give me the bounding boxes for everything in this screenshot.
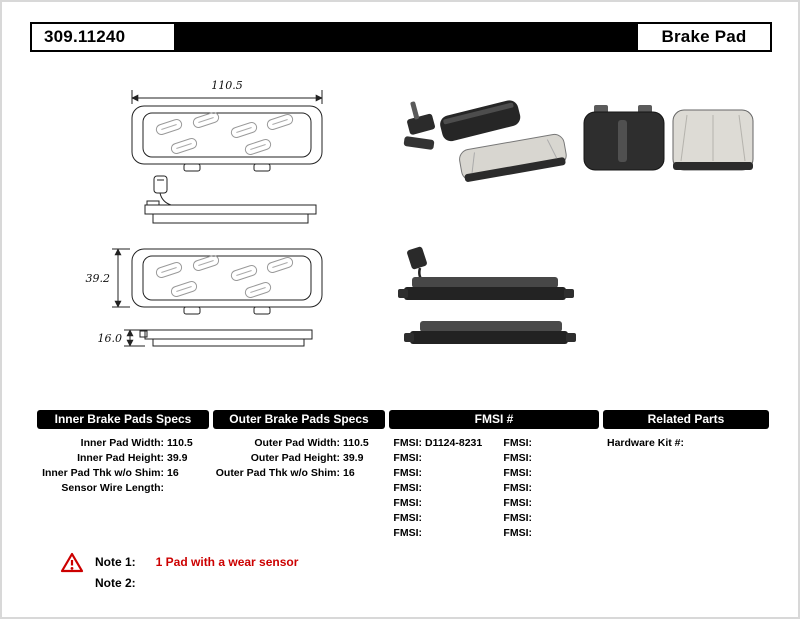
fmsi-value [425,481,499,496]
technical-diagram: 110.5 39.2 [86,79,754,347]
fmsi-value [535,481,593,496]
fmsi-label: FMSI: [503,437,532,449]
spec-label: Inner Pad Width: [80,437,164,449]
fmsi-value [425,466,499,481]
fmsi-label: FMSI: [393,497,422,509]
spec-row: Inner Pad Height: 39.9 [37,451,209,466]
fmsi-value [425,526,499,541]
notes-section: Note 1: 1 Pad with a wear sensor Note 2: [60,551,298,596]
fmsi-row: FMSI: D1124-8231 FMSI: [389,436,599,451]
dimension-height-label: 39.2 [86,272,111,285]
inner-specs-header: Inner Brake Pads Specs [37,410,209,429]
fmsi-value [425,451,499,466]
note-1-row: Note 1: 1 Pad with a wear sensor [60,551,298,573]
outer-specs-header: Outer Brake Pads Specs [213,410,385,429]
fmsi-label: FMSI: [503,467,532,479]
spec-row: Outer Pad Width: 110.5 [213,436,385,451]
fmsi-value: D1124-8231 [425,437,483,449]
fmsi-label: FMSI: [393,527,422,539]
spec-row: Outer Pad Height: 39.9 [213,451,385,466]
fmsi-value [535,451,593,466]
fmsi-value [535,496,593,511]
fmsi-label: FMSI: [393,437,422,449]
photo-pads-front [583,105,754,171]
spec-value: 110.5 [167,437,193,449]
dimension-width-label: 110.5 [211,79,243,92]
spec-label: Sensor Wire Length: [61,482,164,494]
related-parts-table: Related Parts Hardware Kit #: [603,410,769,451]
note-1-text: 1 Pad with a wear sensor [155,555,299,569]
related-label: Hardware Kit #: [607,437,685,449]
fmsi-header: FMSI # [389,410,599,429]
fmsi-value [535,466,593,481]
spec-row: Inner Pad Thk w/o Shim: 16 [37,466,209,481]
fmsi-row: FMSI: FMSI: [389,451,599,466]
part-number: 309.11240 [32,24,174,50]
note-2-row: Note 2: [95,576,298,596]
dimension-thickness-label: 16.0 [98,332,123,345]
fmsi-label: FMSI: [503,497,532,509]
spec-value: 16 [167,467,179,479]
spec-label: Inner Pad Thk w/o Shim: [42,467,164,479]
drawing-outer-pad-front [112,248,323,315]
fmsi-label: FMSI: [393,467,422,479]
fmsi-row: FMSI: FMSI: [389,481,599,496]
spec-label: Outer Pad Width: [254,437,340,449]
fmsi-value [535,526,593,541]
note-2-label: Note 2: [95,576,136,590]
warning-icon [60,552,84,572]
fmsi-row: FMSI: FMSI: [389,496,599,511]
fmsi-label: FMSI: [503,527,532,539]
spec-value: 39.9 [167,452,188,464]
spec-value: 39.9 [343,452,364,464]
inner-specs-table: Inner Brake Pads Specs Inner Pad Width: … [37,410,209,496]
fmsi-row: FMSI: FMSI: [389,526,599,541]
fmsi-value [535,436,593,451]
fmsi-label: FMSI: [503,482,532,494]
fmsi-table: FMSI # FMSI: D1124-8231 FMSI: FMSI: FMSI… [389,410,599,541]
fmsi-value [425,511,499,526]
related-row: Hardware Kit #: [603,436,769,451]
spec-value: 16 [343,467,355,479]
spec-row: Inner Pad Width: 110.5 [37,436,209,451]
spec-value: 110.5 [343,437,369,449]
outer-specs-table: Outer Brake Pads Specs Outer Pad Width: … [213,410,385,481]
spec-label: Inner Pad Height: [77,452,164,464]
drawing-inner-pad-front [131,90,323,172]
fmsi-value [425,496,499,511]
fmsi-row: FMSI: FMSI: [389,511,599,526]
spec-row: Sensor Wire Length: [37,481,209,496]
fmsi-label: FMSI: [393,482,422,494]
related-parts-header: Related Parts [603,410,769,429]
note-1-label: Note 1: [95,555,136,569]
fmsi-row: FMSI: FMSI: [389,466,599,481]
photo-pads-angled [403,100,567,182]
spec-label: Outer Pad Height: [250,452,340,464]
spec-value [167,481,209,496]
photo-pads-edge [398,246,576,344]
header-bar-fill [176,22,636,52]
fmsi-value [535,511,593,526]
drawing-pad-edge [124,329,313,347]
spec-row: Outer Pad Thk w/o Shim: 16 [213,466,385,481]
header-bar: 309.11240 Brake Pad [30,22,772,52]
fmsi-label: FMSI: [503,512,532,524]
fmsi-label: FMSI: [503,452,532,464]
drawing-pad-side-sensor [144,175,317,224]
fmsi-label: FMSI: [393,452,422,464]
product-type-label: Brake Pad [638,24,770,50]
fmsi-label: FMSI: [393,512,422,524]
spec-label: Outer Pad Thk w/o Shim: [215,467,340,479]
